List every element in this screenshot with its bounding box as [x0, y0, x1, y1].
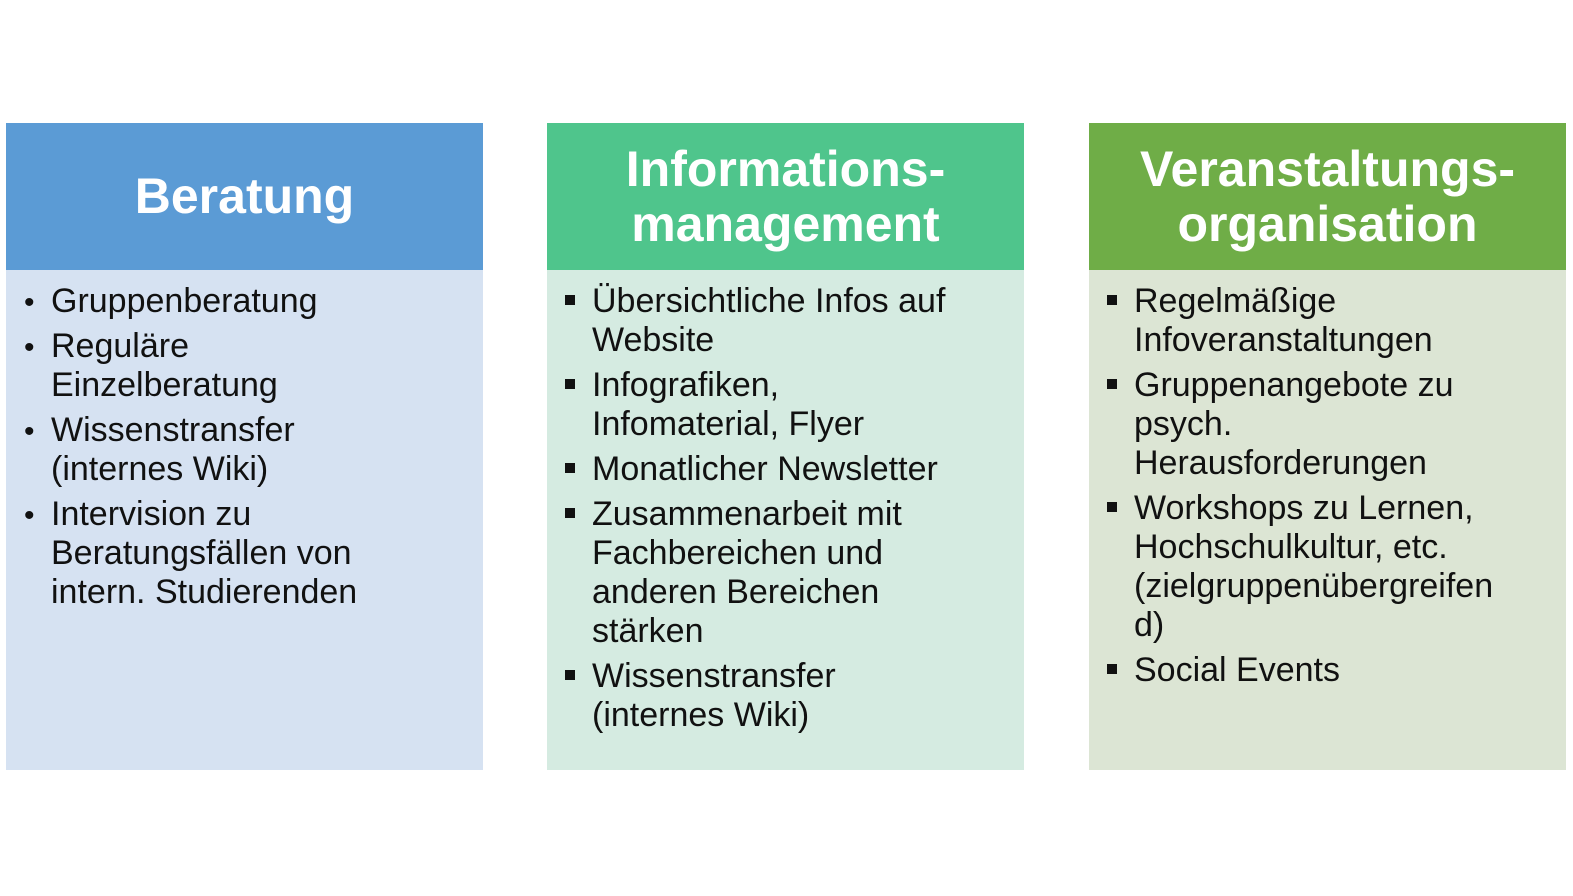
item-list: Gruppenberatung Reguläre Einzelberatung … — [6, 282, 483, 612]
item-text-line: Infografiken, — [592, 366, 780, 404]
bullet-square-icon — [1107, 651, 1127, 690]
item-text-line: d) — [1134, 606, 1165, 644]
item-text-line: Regelmäßige — [1134, 282, 1337, 320]
item-text-line: intern. Studierenden — [51, 573, 358, 611]
bullet-square-icon — [565, 282, 585, 321]
item-list: Übersichtliche Infos auf Website Infogra… — [547, 282, 1024, 735]
column-veranstaltungsorganisation: Veranstaltungs- organisation Regelmäßige… — [1089, 123, 1566, 770]
column-header: Veranstaltungs- organisation — [1089, 123, 1566, 270]
column-body: Regelmäßige Infoveranstaltungen Gruppena… — [1089, 270, 1566, 770]
item-list: Regelmäßige Infoveranstaltungen Gruppena… — [1089, 282, 1566, 690]
list-item: Gruppenangebote zu psych. Herausforderun… — [1089, 366, 1566, 483]
bullet-dot-icon — [24, 411, 44, 451]
bullet-dot-icon — [24, 282, 44, 322]
column-title: Veranstaltungs- organisation — [1139, 140, 1516, 252]
item-text-line: Gruppenberatung — [51, 282, 318, 320]
list-item: Infografiken, Infomaterial, Flyer — [547, 366, 1024, 444]
item-text-line: (internes Wiki) — [51, 450, 269, 488]
bullet-square-icon — [1107, 366, 1127, 405]
item-text-line: Workshops zu Lernen, — [1134, 489, 1474, 527]
list-item: Zusammenarbeit mit Fachbereichen und and… — [547, 495, 1024, 651]
item-text-line: Fachbereichen und — [592, 534, 884, 572]
item-text-line: Wissenstransfer — [51, 411, 295, 449]
column-beratung: Beratung Gruppenberatung Reguläre Einzel… — [6, 123, 483, 770]
column-header: Beratung — [6, 123, 483, 270]
column-title: Beratung — [135, 169, 354, 224]
bullet-square-icon — [1107, 282, 1127, 321]
column-informationsmanagement: Informations- management Übersichtliche … — [547, 123, 1024, 770]
item-text-line: Intervision zu — [51, 495, 252, 533]
item-text-line: Social Events — [1134, 651, 1340, 689]
bullet-square-icon — [565, 657, 585, 696]
item-text-line: Website — [592, 321, 715, 359]
item-text-line: (zielgruppenübergreifen — [1134, 567, 1494, 605]
list-item: Gruppenberatung — [6, 282, 483, 321]
list-item: Übersichtliche Infos auf Website — [547, 282, 1024, 360]
column-title-line: Beratung — [134, 168, 355, 224]
column-title-line: Veranstaltungs- — [1139, 140, 1516, 197]
item-text-line: stärken — [592, 612, 704, 650]
bullet-dot-icon — [24, 495, 44, 535]
list-item: Reguläre Einzelberatung — [6, 327, 483, 405]
column-title-line: organisation — [1177, 195, 1478, 252]
item-text-line: Beratungsfällen von — [51, 534, 352, 572]
column-header: Informations- management — [547, 123, 1024, 270]
item-text-line: Gruppenangebote zu — [1134, 366, 1454, 404]
item-text-line: Reguläre — [51, 327, 189, 365]
bullet-square-icon — [565, 366, 585, 405]
column-body: Gruppenberatung Reguläre Einzelberatung … — [6, 270, 483, 770]
bullet-square-icon — [565, 495, 585, 534]
item-text-line: Infoveranstaltungen — [1134, 321, 1433, 359]
item-text-line: Monatlicher Newsletter — [592, 450, 938, 488]
item-text-line: Hochschulkultur, etc. — [1134, 528, 1448, 566]
item-text-line: Übersichtliche Infos auf — [592, 282, 946, 320]
list-item: Monatlicher Newsletter — [547, 450, 1024, 489]
list-item: Wissenstransfer (internes Wiki) — [6, 411, 483, 489]
list-item: Regelmäßige Infoveranstaltungen — [1089, 282, 1566, 360]
column-title-line: Informations- — [625, 140, 946, 197]
item-text-line: anderen Bereichen — [592, 573, 880, 611]
item-text-line: Wissenstransfer — [592, 657, 836, 695]
item-text-line: Infomaterial, Flyer — [592, 405, 865, 443]
list-item: Social Events — [1089, 651, 1566, 690]
item-text-line: Einzelberatung — [51, 366, 278, 404]
bullet-square-icon — [565, 450, 585, 489]
item-text-line: (internes Wiki) — [592, 696, 810, 734]
list-item: Workshops zu Lernen, Hochschulkultur, et… — [1089, 489, 1566, 645]
bullet-dot-icon — [24, 327, 44, 367]
column-title: Informations- management — [625, 140, 946, 252]
list-item: Intervision zu Beratungsfällen von inter… — [6, 495, 483, 612]
column-body: Übersichtliche Infos auf Website Infogra… — [547, 270, 1024, 770]
item-text-line: Herausforderungen — [1134, 444, 1427, 482]
item-text-line: Zusammenarbeit mit — [592, 495, 902, 533]
column-title-line: management — [631, 195, 940, 252]
bullet-square-icon — [1107, 489, 1127, 528]
item-text-line: psych. — [1134, 405, 1233, 443]
list-item: Wissenstransfer (internes Wiki) — [547, 657, 1024, 735]
